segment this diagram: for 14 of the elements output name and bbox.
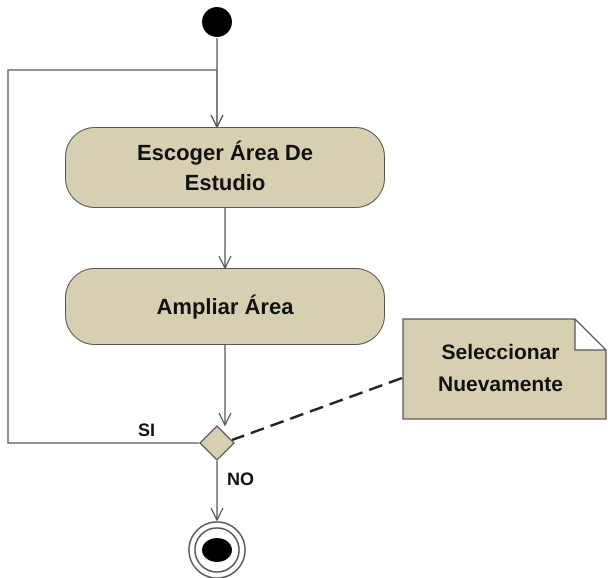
activity-box bbox=[65, 268, 385, 345]
decision-diamond bbox=[199, 425, 235, 461]
arrow bbox=[218, 345, 232, 426]
activity-label: Escoger Área De Estudio bbox=[136, 138, 314, 196]
initial-node bbox=[201, 6, 233, 38]
note-text: Seleccionar Nuevamente bbox=[437, 340, 564, 398]
arrow bbox=[210, 461, 224, 521]
dashed-connector bbox=[232, 376, 402, 442]
activity-label: Ampliar Área bbox=[156, 292, 295, 321]
arrow bbox=[7, 69, 224, 444]
activity-box bbox=[65, 127, 385, 208]
note-box bbox=[402, 318, 607, 420]
arrow bbox=[218, 208, 232, 269]
final-node bbox=[187, 520, 247, 578]
